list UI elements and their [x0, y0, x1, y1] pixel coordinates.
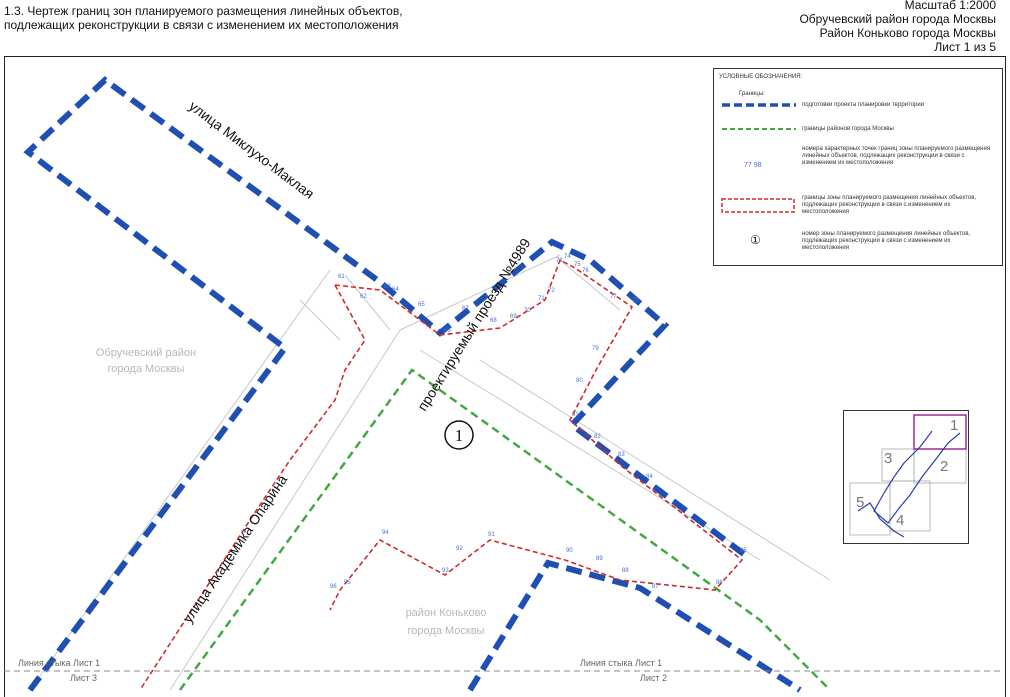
point-number-label: 64: [392, 287, 399, 293]
district-label-obruchevsky-1: Обручевский район: [96, 347, 196, 359]
district-labels: Обручевский район города Москвы район Ко…: [96, 347, 487, 637]
legend-item-zone: границы зоны планируемого размещения лин…: [802, 195, 977, 215]
point-number-label: 86: [716, 580, 723, 586]
map-frame: [4, 56, 1006, 697]
scale-label: Масштаб 1:2000: [904, 0, 996, 12]
title-block: 1.3. Чертеж границ зон планируемого разм…: [4, 4, 403, 32]
sheet-info-block: Масштаб 1:2000 Обручевский район города …: [799, 0, 996, 54]
point-number-label: 78: [632, 298, 639, 304]
district-boundary: [178, 368, 831, 691]
sheet-index-5: 5: [856, 494, 864, 511]
junction-left-top: Линия стыка Лист 1: [18, 658, 100, 668]
district-label-konkovo-2: города Москвы: [408, 625, 485, 637]
sheet-index-4: 4: [896, 512, 904, 529]
legend-title: УСЛОВНЫЕ ОБОЗНАЧЕНИЯ:: [719, 74, 803, 80]
title-line-2: подлежащих реконструкции в связи с измен…: [4, 18, 399, 32]
legend-item-district: границы районов города Москвы: [802, 126, 894, 132]
title-line-1: 1.3. Чертеж границ зон планируемого разм…: [4, 4, 403, 18]
planning-boundary: [23, 76, 802, 693]
district-label-1: Обручевский район города Москвы: [799, 12, 996, 26]
point-number-label: 74: [564, 254, 571, 260]
point-number-label: 96: [330, 584, 337, 590]
district-label-konkovo-1: район Коньково: [406, 607, 487, 619]
junction-left-bottom: Лист 3: [70, 673, 97, 683]
point-number-label: 91: [488, 532, 495, 538]
point-number-label: 79: [592, 346, 599, 352]
point-number-label: 87: [652, 584, 659, 590]
point-number-label: 84: [646, 474, 653, 480]
junction-mid-top: Линия стыка Лист 1: [580, 658, 662, 668]
point-number-label: 76: [582, 268, 589, 274]
point-number-label: 67: [462, 306, 469, 312]
point-number-label: 85: [740, 548, 747, 554]
legend-item-zone-number: номер зоны планируемого размещения линей…: [802, 231, 971, 251]
point-number-label: 70: [524, 308, 531, 314]
point-number-label: 73: [556, 258, 563, 264]
zone-boundary: [139, 258, 744, 691]
point-number-label: 81: [572, 412, 579, 418]
sheet-index-3: 3: [884, 450, 892, 467]
point-number-label: 61: [338, 274, 345, 280]
point-number-label: 88: [622, 568, 629, 574]
point-number-label: 69: [510, 314, 517, 320]
legend-item-planning: подготовки проекта планировки территории: [802, 102, 925, 108]
zone-number-marker: 1: [444, 420, 474, 450]
point-number-label: 93: [442, 568, 449, 574]
point-number-label: 72: [548, 288, 555, 294]
legend-symbol-points: 77 98: [744, 162, 762, 169]
point-number-label: 66: [444, 328, 451, 334]
point-number-label: 62: [360, 294, 367, 300]
legend-subtitle: Границы:: [739, 91, 765, 97]
point-number-label: 95: [344, 580, 351, 586]
point-number-label: 63: [384, 284, 391, 290]
point-number-label: 83: [618, 452, 625, 458]
point-number-label: 80: [576, 378, 583, 384]
district-label-2: Район Коньково города Москвы: [819, 26, 996, 40]
sheet-index-1: 1: [950, 417, 958, 434]
point-number-label: 77: [610, 294, 617, 300]
zone-number: 1: [455, 426, 464, 445]
sheet-index-map: 1 2 3 4 5: [843, 410, 969, 544]
point-number-label: 71: [538, 296, 545, 302]
point-number-label: 75: [574, 262, 581, 268]
legend-symbol-zone: [721, 198, 795, 213]
legend-symbol-district: [722, 128, 796, 130]
point-number-label: 92: [456, 546, 463, 552]
junction-line: Линия стыка Лист 1 Лист 3 Линия стыка Ли…: [4, 658, 1004, 683]
legend: УСЛОВНЫЕ ОБОЗНАЧЕНИЯ: Границы: подготовк…: [713, 68, 1003, 266]
point-number-label: 65: [418, 302, 425, 308]
point-number-label: 68: [490, 318, 497, 324]
street-label-oparina: улица Академика Опарина: [179, 472, 290, 626]
junction-mid-bottom: Лист 2: [640, 673, 667, 683]
district-label-obruchevsky-2: города Москвы: [108, 363, 185, 375]
legend-symbol-zone-number: ①: [750, 233, 761, 247]
sheet-index-drawing: 1 2 3 4 5: [849, 414, 967, 538]
point-number-label: 94: [382, 530, 389, 536]
legend-item-points: номера характерных точек границ зоны пла…: [802, 146, 991, 166]
sheet-number: Лист 1 из 5: [934, 40, 996, 54]
legend-symbol-planning: [722, 103, 796, 107]
sheet-index-2: 2: [940, 458, 948, 475]
point-number-label: 89: [596, 556, 603, 562]
point-number-label: 90: [566, 548, 573, 554]
point-number-label: 82: [594, 434, 601, 440]
